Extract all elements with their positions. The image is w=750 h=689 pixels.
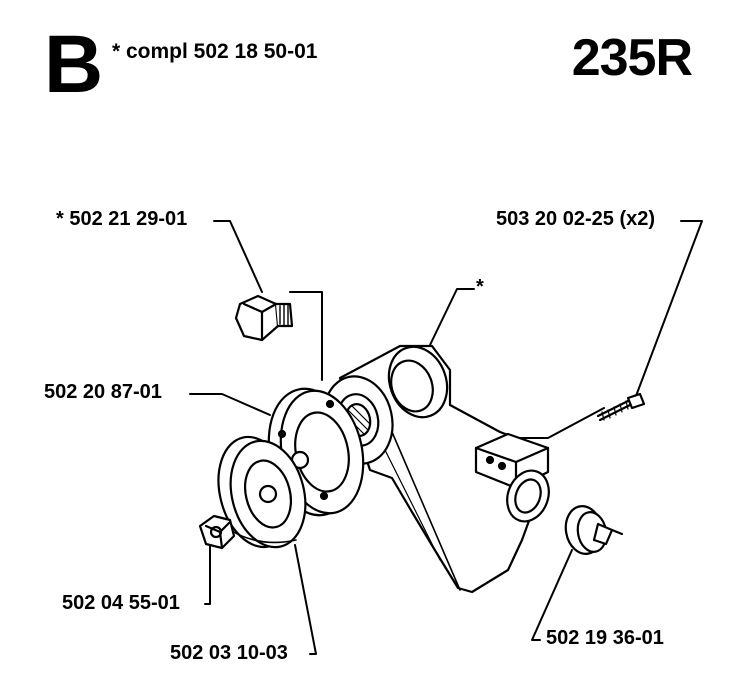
- leader-nut: [204, 541, 211, 605]
- leader-plug-axis: [289, 291, 323, 381]
- leader-screw: [635, 220, 703, 397]
- leader-clamp-nut: [531, 549, 573, 641]
- leader-lines: [189, 220, 703, 655]
- part-label-clamp-nut: 502 19 36-01: [546, 627, 664, 649]
- screw-icon: [596, 392, 646, 422]
- part-label-flange: 502 20 87-01: [44, 381, 162, 403]
- section-letter: B: [44, 19, 103, 110]
- part-label-support-cup: 502 03 10-03: [170, 642, 288, 664]
- leader-housing: [429, 288, 475, 346]
- model-number: 235R: [571, 29, 693, 87]
- support-cup-icon: [217, 435, 307, 549]
- nut-icon: [198, 514, 236, 550]
- plug-bolt-icon: [234, 294, 294, 342]
- clamp-nut-icon: [564, 505, 624, 555]
- gear-housing-icon: [322, 344, 536, 594]
- part-label-housing: *: [476, 276, 484, 298]
- part-label-nut: 502 04 55-01: [62, 592, 180, 614]
- complete-assembly-number: * compl 502 18 50-01: [112, 40, 318, 63]
- leader-plug: [213, 220, 263, 293]
- leader-screw-axis: [497, 407, 605, 439]
- leader-support-cup: [294, 544, 317, 655]
- part-label-plug: * 502 21 29-01: [56, 208, 188, 230]
- leader-flange: [189, 393, 271, 416]
- clamp-block-icon: [474, 432, 550, 523]
- part-label-screw: 503 20 02-25 (x2): [496, 208, 656, 230]
